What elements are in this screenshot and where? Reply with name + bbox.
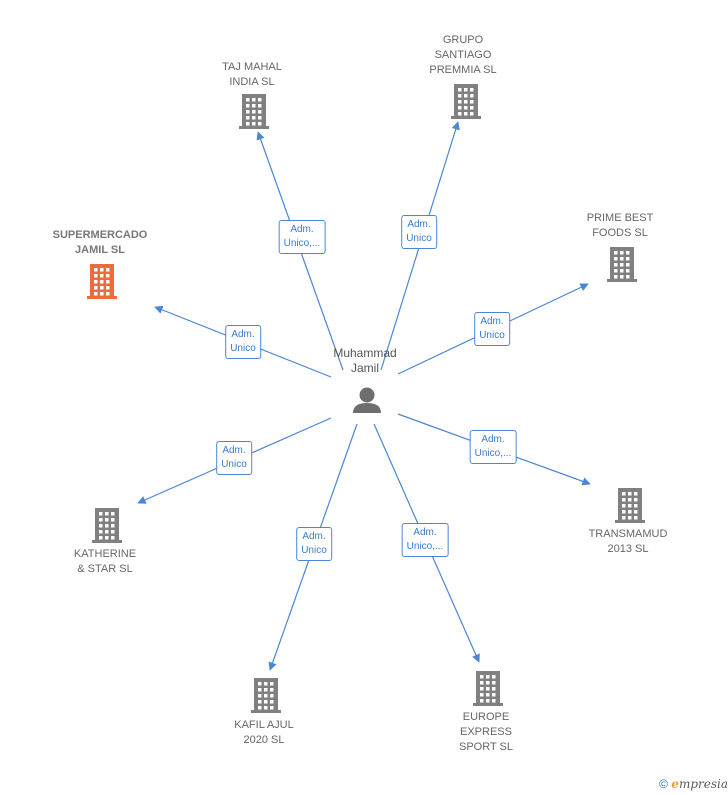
company-name-europe[interactable]: EUROPE EXPRESS SPORT SL	[458, 711, 514, 753]
company-name-kafil[interactable]: KAFIL AJUL 2020 SL	[234, 719, 294, 746]
building-icon[interactable]	[615, 488, 645, 523]
building-icon[interactable]	[473, 671, 503, 706]
footer-brand: © empresia	[659, 777, 728, 791]
relation-label-europe[interactable]: Adm. Unico,...	[401, 523, 449, 557]
person-name[interactable]: Muhammad Jamil	[333, 346, 397, 375]
company-name-prime-best[interactable]: PRIME BEST FOODS SL	[586, 212, 654, 239]
relation-label-supermercado[interactable]: Adm. Unico	[225, 325, 261, 359]
relation-label-katherine[interactable]: Adm. Unico	[216, 441, 252, 475]
company-name-supermercado[interactable]: SUPERMERCADO JAMIL SL	[52, 229, 148, 256]
relation-label-prime-best[interactable]: Adm. Unico	[474, 312, 510, 346]
company-name-grupo-santiago[interactable]: GRUPO SANTIAGO PREMMIA SL	[429, 34, 497, 76]
building-icon[interactable]	[92, 508, 122, 543]
relation-label-kafil[interactable]: Adm. Unico	[296, 527, 332, 561]
building-icon[interactable]	[451, 84, 481, 119]
copyright-icon: ©	[659, 777, 668, 791]
company-name-transmamud[interactable]: TRANSMAMUD 2013 SL	[588, 528, 668, 555]
building-icon[interactable]	[87, 264, 117, 299]
brand-logo: empresia	[671, 777, 728, 791]
person-icon[interactable]	[353, 387, 381, 414]
company-name-taj-mahal[interactable]: TAJ MAHAL INDIA SL	[222, 61, 282, 88]
relation-label-taj-mahal[interactable]: Adm. Unico,...	[278, 220, 326, 254]
relation-label-grupo-santiago[interactable]: Adm. Unico	[401, 215, 437, 249]
building-icon[interactable]	[607, 247, 637, 282]
building-icon[interactable]	[239, 94, 269, 129]
building-icon[interactable]	[251, 678, 281, 713]
relation-label-transmamud[interactable]: Adm. Unico,...	[469, 430, 517, 464]
company-name-katherine[interactable]: KATHERINE & STAR SL	[73, 548, 137, 575]
